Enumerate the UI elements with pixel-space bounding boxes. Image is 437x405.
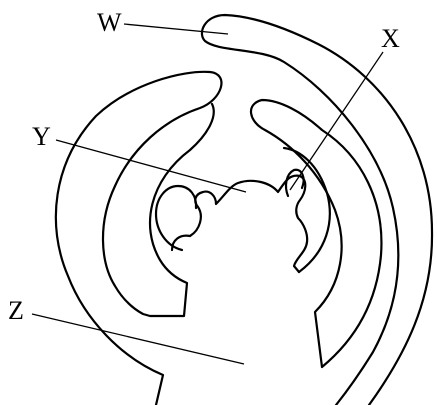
- label-x: X: [381, 26, 400, 52]
- label-z: Z: [8, 298, 24, 324]
- leader-line-y: [56, 140, 246, 192]
- inner-right-arc: [284, 148, 330, 272]
- outer-arc-w: [202, 15, 432, 405]
- leader-line-z: [32, 314, 244, 364]
- label-y: Y: [32, 124, 51, 150]
- main-body-z: [56, 72, 222, 405]
- label-w: W: [97, 10, 122, 36]
- leader-line-x: [290, 52, 383, 190]
- leader-line-w: [124, 24, 228, 34]
